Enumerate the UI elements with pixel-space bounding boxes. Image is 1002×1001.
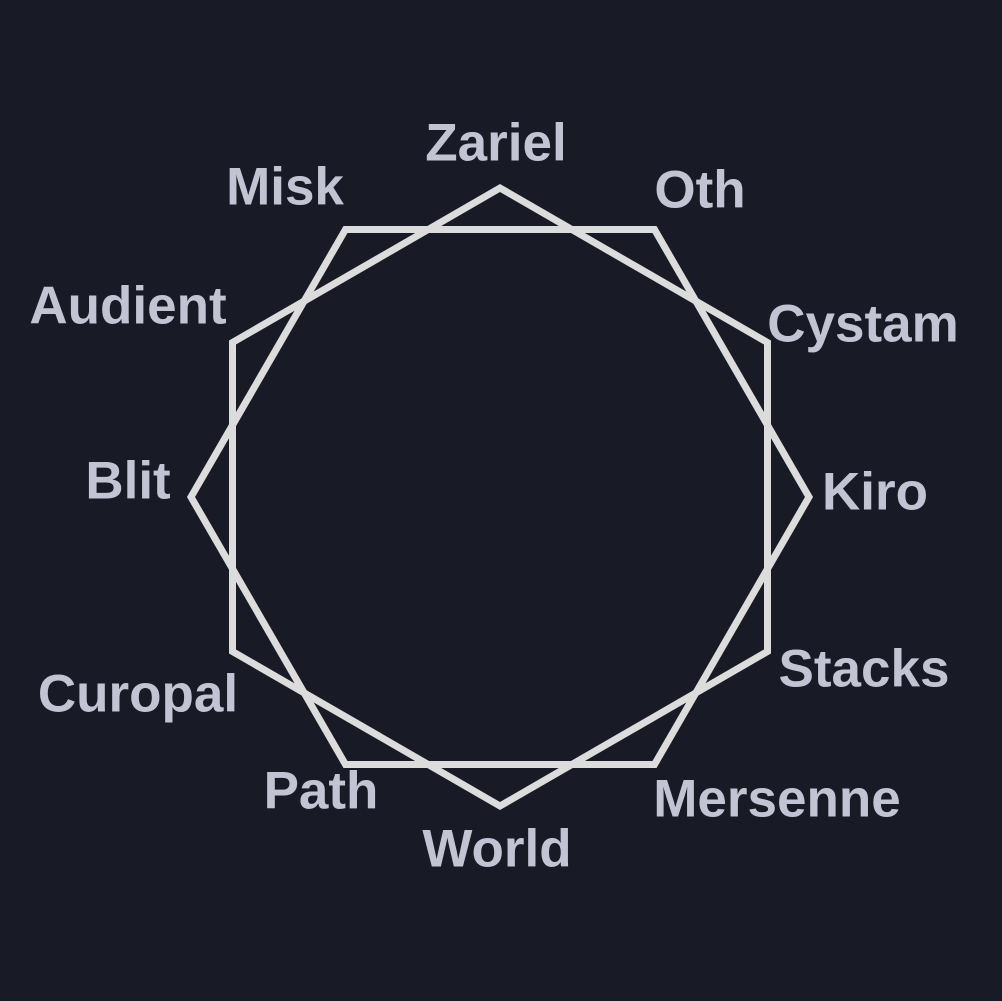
- node-label-curopal: Curopal: [37, 664, 239, 724]
- node-label-blit: Blit: [85, 451, 171, 511]
- node-label-world: World: [422, 819, 572, 879]
- node-label-cystam: Cystam: [767, 294, 959, 354]
- node-label-audient: Audient: [29, 276, 227, 336]
- node-label-path: Path: [263, 761, 379, 821]
- node-label-zariel: Zariel: [425, 113, 567, 173]
- hexagon-cycle-b: [186, 226, 814, 768]
- node-label-misk: Misk: [226, 157, 344, 217]
- node-label-stacks: Stacks: [778, 639, 950, 699]
- hexagon-cycle-a: [229, 183, 771, 811]
- node-label-oth: Oth: [654, 160, 746, 220]
- node-label-kiro: Kiro: [822, 462, 928, 522]
- node-label-mersenne: Mersenne: [653, 769, 901, 829]
